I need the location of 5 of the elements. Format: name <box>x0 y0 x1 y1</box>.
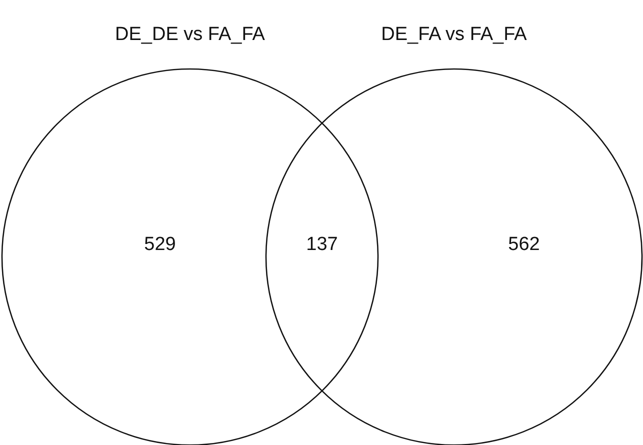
set-title: DE_DE vs FA_FA <box>115 24 265 46</box>
count-label: 529 <box>144 234 176 256</box>
count-label: 137 <box>306 234 338 256</box>
count-label: 562 <box>508 234 540 256</box>
set-title: DE_FA vs FA_FA <box>381 24 527 46</box>
